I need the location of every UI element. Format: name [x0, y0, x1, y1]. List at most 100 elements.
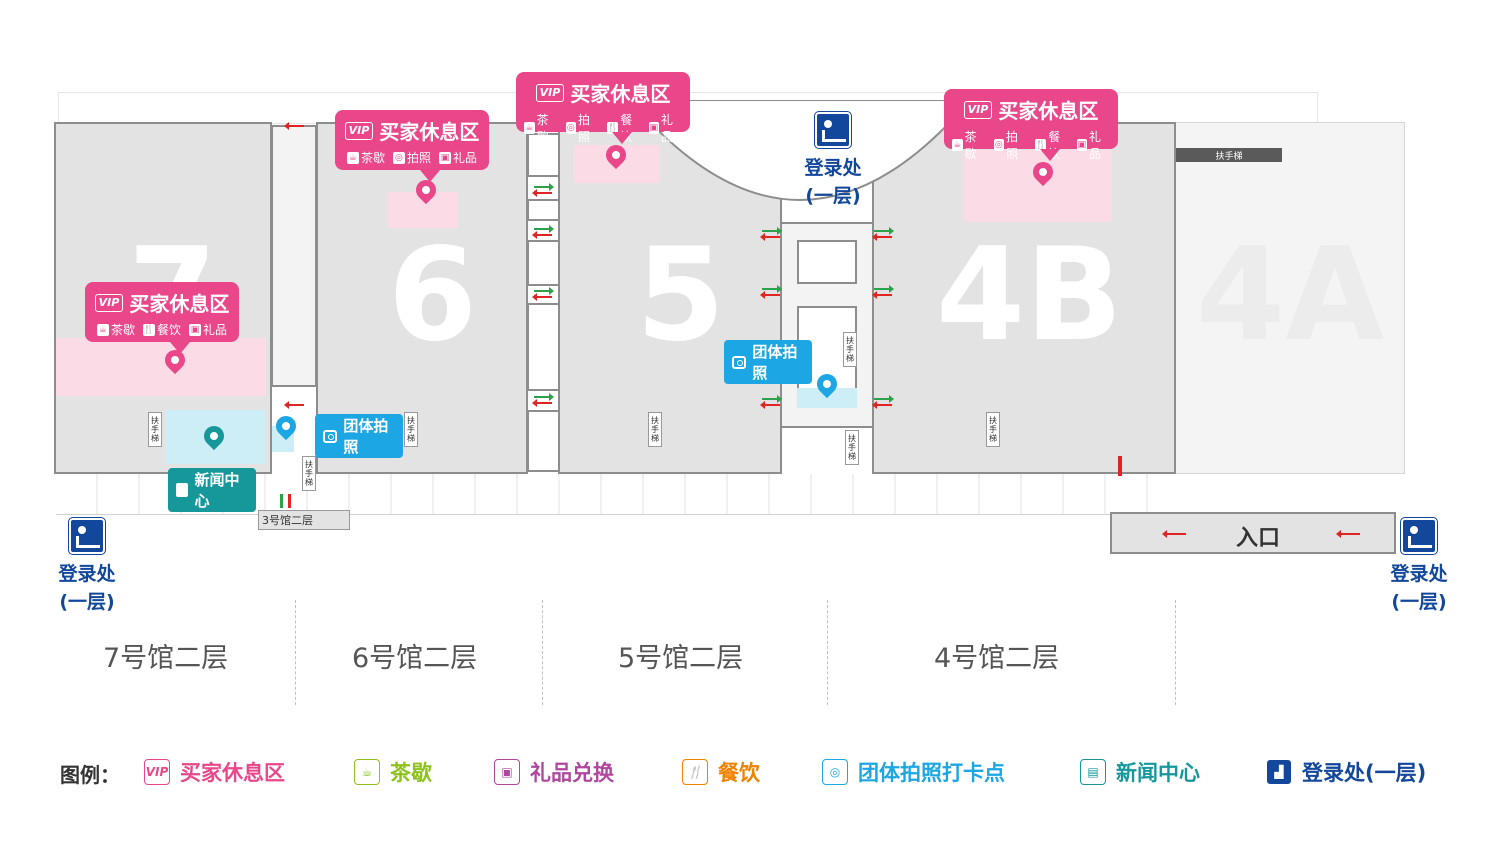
- escalator-hall-6[interactable]: 扶手梯: [404, 412, 418, 447]
- corridor-box: [527, 303, 560, 391]
- venue-map: 4A 7 6 5 4B 入口 3号馆二层: [0, 0, 1500, 720]
- registration-label-left: 登录处 (一层): [40, 560, 134, 616]
- entrance-label: 入口: [1236, 526, 1281, 551]
- floor-divider: [1175, 600, 1176, 705]
- camera-icon: [323, 429, 338, 443]
- floor-label-hall-5: 5号馆二层: [618, 643, 744, 674]
- feat-food: 餐饮: [156, 323, 181, 337]
- flow-arrow: [532, 293, 552, 301]
- entrance-arrow: [1162, 530, 1186, 538]
- feat-tea: 茶歇: [536, 113, 549, 144]
- tea-icon: ☕: [96, 323, 109, 336]
- legend-vip: VIP 买家休息区: [144, 757, 285, 787]
- registration-line2: (一层): [1391, 591, 1447, 613]
- feat-tea: 茶歇: [964, 130, 977, 161]
- camera-icon: ◎: [822, 759, 848, 785]
- flow-arrow: [284, 401, 304, 409]
- escalator-plaza-lower[interactable]: 扶手梯: [845, 430, 859, 465]
- legend-vip-label: 买家休息区: [180, 761, 285, 785]
- escalator-plaza-upper[interactable]: 扶手梯: [843, 332, 857, 367]
- legend: 图例： VIP 买家休息区 ☕ 茶歇 ▣ 礼品兑换 🍴 餐饮 ◎ 团体拍照打卡点…: [0, 745, 1500, 805]
- flow-arrow: [532, 189, 552, 197]
- news-icon: [176, 483, 189, 497]
- escalator-corridor-7-6[interactable]: 扶手梯: [302, 456, 316, 491]
- vip-title: 买家休息区: [570, 82, 671, 106]
- flow-arrow: [534, 393, 554, 401]
- vip-title: 买家休息区: [129, 292, 230, 316]
- vip-title: 买家休息区: [379, 120, 480, 144]
- escalator-hall-5[interactable]: 扶手梯: [648, 412, 662, 447]
- registration-icon: ▟: [1266, 759, 1292, 785]
- feat-tea: 茶歇: [110, 323, 135, 337]
- news-center-label: 新闻中心: [194, 471, 240, 510]
- escalator-hall-7[interactable]: 扶手梯: [148, 412, 162, 447]
- gift-icon: ▣: [189, 323, 201, 336]
- legend-gift: ▣ 礼品兑换: [494, 757, 614, 787]
- floor-divider: [295, 600, 296, 705]
- escalator-hall-4b[interactable]: 扶手梯: [986, 412, 1000, 447]
- flow-arrow: [872, 291, 892, 299]
- corridor-box: [527, 240, 560, 286]
- legend-gift-label: 礼品兑换: [530, 761, 614, 785]
- flow-arrow: [532, 231, 552, 239]
- feat-food: 餐饮: [620, 113, 633, 144]
- up-arrow: [1118, 456, 1122, 476]
- food-icon: 🍴: [607, 122, 619, 134]
- vip-badge: VIP: [963, 100, 993, 119]
- photo-spot-card-plaza[interactable]: 团体拍照: [724, 340, 812, 384]
- legend-photo: ◎ 团体拍照打卡点: [822, 757, 1005, 787]
- feat-gift: 礼品: [203, 323, 228, 337]
- plaza-box: [797, 240, 857, 284]
- gift-icon: ▣: [494, 759, 520, 785]
- registration-line2: (一层): [805, 185, 861, 207]
- floor-label-hall-7: 7号馆二层: [103, 643, 229, 674]
- photo-spot-card-7-6[interactable]: 团体拍照: [315, 414, 403, 458]
- floor-label-hall-4: 4号馆二层: [934, 643, 1060, 674]
- vip-zone-hall-7[interactable]: [56, 338, 266, 396]
- flow-arrow: [534, 183, 554, 191]
- registration-line1: 登录处: [58, 563, 116, 585]
- hall-number-4a: 4A: [1196, 221, 1385, 370]
- legend-title: 图例：: [60, 763, 120, 787]
- flow-arrow: [760, 401, 780, 409]
- legend-registration-label: 登录处(一层): [1302, 761, 1427, 785]
- camera-icon: ◎: [993, 139, 1004, 151]
- escalator-hall-4a[interactable]: 扶手梯: [1176, 148, 1282, 162]
- news-center-card[interactable]: 新闻中心: [168, 468, 256, 512]
- feat-photo: 拍照: [406, 151, 431, 165]
- flow-arrow: [532, 399, 552, 407]
- flow-arrow: [874, 227, 894, 235]
- registration-icon[interactable]: [1401, 518, 1437, 554]
- registration-icon[interactable]: [815, 112, 851, 148]
- camera-icon: [732, 355, 747, 369]
- tea-icon: ☕: [952, 139, 963, 151]
- registration-icon[interactable]: [69, 518, 105, 554]
- flow-arrow: [874, 395, 894, 403]
- hall-4a-area[interactable]: [1175, 122, 1405, 474]
- vip-badge: VIP: [344, 121, 374, 140]
- flow-arrow: [872, 233, 892, 241]
- hall-3-link-box[interactable]: [258, 510, 350, 530]
- flow-arrow: [534, 225, 554, 233]
- vip-icon: VIP: [144, 759, 170, 785]
- curved-atrium: [628, 100, 972, 201]
- gift-icon: ▣: [648, 122, 659, 134]
- registration-label-center: 登录处 (一层): [786, 154, 880, 210]
- hall-number-6: 6: [388, 221, 478, 370]
- flow-arrow: [874, 285, 894, 293]
- hall-number-5: 5: [636, 221, 726, 370]
- flow-arrow: [762, 285, 782, 293]
- vip-card-hall-7[interactable]: VIP 买家休息区 ☕茶歇 🍴餐饮 ▣礼品: [85, 282, 239, 354]
- photo-spot-label: 团体拍照: [343, 417, 389, 456]
- flow-arrow: [872, 401, 892, 409]
- legend-news: ▤ 新闻中心: [1080, 757, 1200, 787]
- tea-icon: ☕: [346, 151, 359, 164]
- feat-gift: 礼品: [1089, 130, 1102, 161]
- camera-icon: ◎: [565, 122, 576, 134]
- vip-badge: VIP: [94, 293, 124, 312]
- food-icon: 🍴: [142, 323, 155, 336]
- floor-label-hall-6: 6号馆二层: [352, 643, 478, 674]
